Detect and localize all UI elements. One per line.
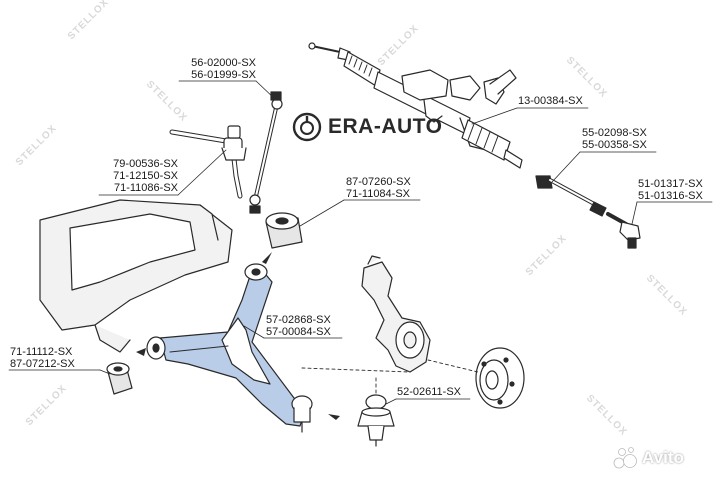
wheel-hub [475,347,525,409]
era-auto-logo-icon [292,112,322,142]
front-arm-bushing-label: 71-11112-SX 87-07212-SX [10,346,75,370]
part-number: 79-00536-SX [113,158,178,170]
part-number: 55-00358-SX [582,139,647,151]
part-number: 71-11112-SX [10,346,73,358]
part-number: 52-02611-SX [397,386,462,398]
control-arm-label: 57-02868-SX 57-00084-SX [266,314,331,338]
rear-arm-bushing [265,212,303,249]
part-number: 55-02098-SX [582,127,647,139]
part-number: 51-01317-SX [638,178,703,190]
era-auto-logo: ERA-AUTO [292,112,442,142]
part-number: 71-11084-SX [346,188,411,200]
steering-knuckle [361,255,431,373]
part-number: 56-02000-SX [191,57,256,69]
rear-arm-bushing-label: 87-07260-SX 71-11084-SX [346,176,411,200]
part-number: 56-01999-SX [191,69,256,81]
arm-rear-eye [244,263,268,281]
ball-joint-label: 52-02611-SX [397,386,461,398]
part-number: 71-12150-SX [113,170,178,182]
subframe [39,199,233,353]
ball-joint [357,394,395,447]
avito-watermark: Avito [612,445,684,471]
tie-rod-axial [535,175,607,217]
arm-ball-joint [291,395,313,433]
stabilizer-bushing [221,125,247,161]
control-arm [159,269,307,427]
stab-link-label: 56-02000-SX 56-01999-SX [150,57,256,81]
part-number: 57-00084-SX [266,326,331,338]
assembly-guides [301,359,479,397]
front-arm-bushing [106,362,133,395]
part-number-link[interactable]: 51-01316-SX [638,190,703,202]
part-number: 57-02868-SX [266,314,331,326]
part-number: 87-07212-SX [10,358,75,370]
part-number: 87-07260-SX [346,176,411,188]
stabilizer-link [249,91,283,214]
steering-rack [308,42,523,169]
part-number: 13-00384-SX [518,95,583,107]
tie-rod-end [606,212,641,249]
stab-bushing-label: 79-00536-SX 71-12150-SX 71-11086-SX [72,158,178,194]
avito-logo-text: Avito [642,448,684,467]
assembly-arrows [136,252,340,420]
part-number: 71-11086-SX [113,182,178,194]
tie-rod-axial-label: 55-02098-SX 55-00358-SX [582,127,647,151]
era-auto-logo-text: ERA-AUTO [328,115,443,138]
steering-rack-label: 13-00384-SX [518,95,583,107]
arm-front-eye [146,336,166,360]
leader-lines [8,80,713,405]
avito-logo-icon [613,447,637,469]
tie-rod-end-label: 51-01317-SX 51-01316-SX [638,178,703,202]
